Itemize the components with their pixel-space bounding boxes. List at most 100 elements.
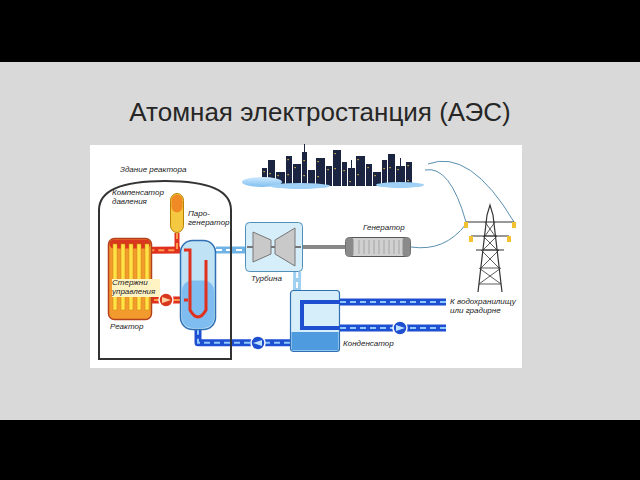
- pressurizer: Компенсатор давления: [170, 193, 184, 233]
- pump-rotor: [396, 325, 405, 331]
- window-light: [335, 168, 336, 169]
- component-label: Турбина: [251, 275, 301, 284]
- pump-rotor: [162, 297, 171, 303]
- generator-rib: [379, 240, 380, 254]
- vessel-water: [182, 281, 214, 329]
- cooling-pipes: [340, 302, 446, 328]
- component-label: Паро- генератор: [188, 210, 230, 228]
- insulator: [464, 222, 468, 228]
- generator-rib: [399, 240, 400, 254]
- pump-rotor: [253, 340, 262, 346]
- rods-label: Стержни управления: [112, 279, 160, 297]
- city-building: [302, 152, 307, 186]
- window-light: [344, 170, 345, 171]
- building-outline: [99, 181, 231, 359]
- city-building: [382, 160, 387, 186]
- slide-title: Атомная электростанция (АЭС): [0, 97, 640, 128]
- generator-housing: [346, 238, 411, 257]
- pipe-flow: [152, 233, 177, 250]
- window-light: [288, 159, 289, 160]
- wire: [428, 161, 514, 222]
- city-building: [326, 166, 332, 186]
- pipe-connector: [303, 247, 345, 248]
- spire: [351, 160, 352, 168]
- window-light: [358, 174, 359, 175]
- window-light: [375, 175, 376, 176]
- pipe-flow: [340, 301, 446, 303]
- window-light: [358, 159, 359, 160]
- component-label: Конденсатор: [343, 340, 403, 349]
- window-light: [384, 168, 385, 169]
- pressurizer-body: [171, 194, 184, 233]
- city-building: [366, 164, 372, 186]
- window-light: [288, 174, 289, 175]
- tower-bracing: [479, 222, 501, 284]
- city-building: [333, 150, 341, 186]
- city-building: [342, 162, 347, 186]
- pipe-connector: [198, 330, 290, 343]
- pump: [393, 321, 407, 335]
- window-light: [390, 167, 391, 168]
- component-label: Здание реактора: [120, 166, 220, 175]
- spire: [400, 158, 401, 166]
- steam-generator: Паро- генератор: [180, 240, 216, 330]
- pressurizer-shape: [170, 193, 184, 233]
- window-light: [335, 153, 336, 154]
- window-light: [368, 167, 369, 168]
- wire: [425, 170, 466, 222]
- pipe: [152, 233, 177, 250]
- turbine-rotor: [253, 232, 271, 262]
- power-line: [411, 161, 514, 248]
- generator-cap: [403, 238, 411, 257]
- city-building: [316, 158, 325, 186]
- component-label: Реактор: [110, 323, 170, 332]
- generator-vessel: [181, 241, 216, 330]
- pipe-connector: [297, 272, 298, 290]
- turbine: Турбина: [245, 222, 303, 272]
- turbine-shape: [245, 222, 303, 272]
- cloud: [270, 183, 330, 189]
- pump-body: [159, 293, 173, 307]
- insulator: [507, 236, 511, 242]
- cooling-coil: [302, 302, 340, 328]
- window-light: [295, 167, 296, 168]
- spire: [304, 144, 305, 152]
- generator-rib: [374, 240, 375, 254]
- city-skyline: [262, 144, 412, 186]
- generator-rib: [389, 240, 390, 254]
- diagram-panel: [90, 145, 522, 368]
- wire: [411, 224, 466, 248]
- pump: [159, 293, 173, 307]
- window-light: [398, 169, 399, 170]
- pump-body: [251, 336, 265, 350]
- condenser: Конденсатор: [290, 290, 340, 352]
- condenser-shell: [291, 291, 340, 352]
- component-label: Компенсатор давления: [112, 189, 166, 207]
- generator-rib: [359, 240, 360, 254]
- insulator: [512, 222, 516, 228]
- pressurizer-steam: [172, 195, 183, 213]
- control-rod: [113, 244, 117, 310]
- window-light: [328, 169, 329, 170]
- pipe: [303, 245, 345, 249]
- turbine-casing: [246, 223, 303, 272]
- pump-body: [393, 321, 407, 335]
- control-rod: [145, 244, 149, 310]
- city-building: [348, 168, 355, 186]
- insulator: [469, 236, 473, 242]
- generator-cap: [346, 238, 354, 257]
- window-light: [304, 160, 305, 161]
- pipe-flow: [296, 272, 298, 290]
- cloud: [376, 182, 424, 188]
- city-building: [356, 156, 365, 186]
- cooling-water-label: К водохранилищу или градирне: [450, 298, 520, 316]
- window-light: [264, 171, 265, 172]
- window-light: [408, 165, 409, 166]
- electric-generator: Генератор: [345, 237, 411, 257]
- window-light: [270, 173, 271, 174]
- control-rod: [137, 244, 141, 310]
- condenser-shape: [290, 290, 340, 352]
